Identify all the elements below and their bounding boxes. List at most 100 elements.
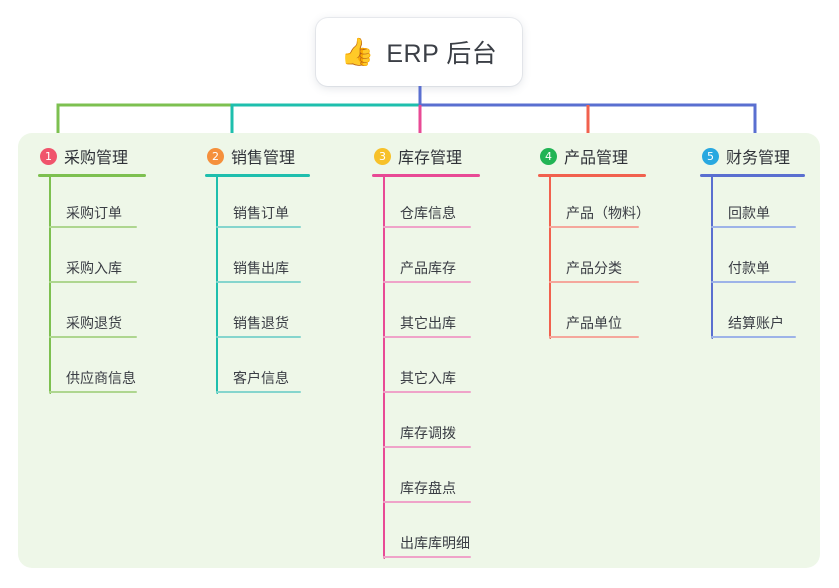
leaf-label: 出库库明细: [400, 535, 470, 551]
root-node-title: ERP 后台: [386, 40, 498, 68]
column-header-1[interactable]: 1 采购管理: [38, 143, 150, 169]
leaf-node[interactable]: 供应商信息: [38, 342, 150, 397]
column-5: 5 财务管理回款单付款单结算账户: [700, 143, 808, 342]
column-badge-4: 4: [540, 147, 557, 165]
leaf-node[interactable]: 采购订单: [38, 177, 150, 232]
leaf-node[interactable]: 出库库明细: [372, 507, 484, 562]
branch-spine: [549, 177, 551, 339]
column-header-4[interactable]: 4 产品管理: [538, 143, 648, 169]
leaf-underline: [49, 226, 137, 228]
leaf-node[interactable]: 销售退货: [205, 287, 313, 342]
leaf-underline: [216, 336, 301, 338]
leaf-node[interactable]: 仓库信息: [372, 177, 484, 232]
branch-1: 采购订单采购入库采购退货供应商信息: [38, 177, 150, 397]
leaf-underline: [549, 281, 639, 283]
leaf-node[interactable]: 库存调拨: [372, 397, 484, 452]
leaf-node[interactable]: 库存盘点: [372, 452, 484, 507]
leaf-label: 产品（物料）: [566, 205, 650, 221]
content-panel: [18, 133, 820, 568]
leaf-label: 采购退货: [66, 315, 122, 331]
column-2: 2 销售管理销售订单销售出库销售退货客户信息: [205, 143, 313, 397]
leaf-underline: [383, 391, 471, 393]
leaf-node[interactable]: 产品（物料）: [538, 177, 650, 232]
leaf-label: 采购订单: [66, 205, 122, 221]
leaf-label: 库存调拨: [400, 425, 456, 441]
leaf-label: 仓库信息: [400, 205, 456, 221]
leaf-node[interactable]: 产品单位: [538, 287, 648, 342]
column-header-5[interactable]: 5 财务管理: [700, 143, 808, 169]
branch-spine: [216, 177, 218, 394]
leaf-underline: [216, 281, 301, 283]
leaf-underline: [49, 336, 137, 338]
leaf-underline: [216, 391, 301, 393]
leaf-label: 产品分类: [566, 260, 622, 276]
leaf-node[interactable]: 回款单: [700, 177, 808, 232]
leaf-underline: [711, 226, 796, 228]
thumbs-up-icon: 👍: [340, 36, 375, 68]
column-3: 3 库存管理仓库信息产品库存其它出库其它入库库存调拨库存盘点出库库明细: [372, 143, 484, 562]
leaf-label: 付款单: [728, 260, 770, 276]
leaf-node[interactable]: 采购入库: [38, 232, 150, 287]
leaf-node[interactable]: 付款单: [700, 232, 808, 287]
leaf-underline: [49, 281, 137, 283]
leaf-node[interactable]: 其它入库: [372, 342, 484, 397]
leaf-node[interactable]: 销售订单: [205, 177, 313, 232]
column-header-2[interactable]: 2 销售管理: [205, 143, 313, 169]
leaf-label: 回款单: [728, 205, 770, 221]
leaf-label: 销售退货: [233, 315, 289, 331]
leaf-node[interactable]: 客户信息: [205, 342, 313, 397]
branch-2: 销售订单销售出库销售退货客户信息: [205, 177, 313, 397]
column-underline: [38, 174, 146, 177]
leaf-node[interactable]: 产品分类: [538, 232, 648, 287]
leaf-underline: [383, 446, 471, 448]
leaf-underline: [383, 501, 471, 503]
column-badge-3: 3: [374, 147, 391, 165]
column-badge-2: 2: [207, 147, 224, 165]
leaf-underline: [49, 391, 137, 393]
leaf-label: 产品库存: [400, 260, 456, 276]
column-underline: [372, 174, 480, 177]
leaf-underline: [383, 556, 471, 558]
column-4: 4 产品管理产品（物料） 产品分类产品单位: [538, 143, 650, 342]
leaf-underline: [383, 336, 471, 338]
leaf-label: 销售订单: [233, 205, 289, 221]
root-node[interactable]: 👍 ERP 后台: [316, 18, 522, 86]
column-badge-1: 1: [40, 147, 57, 165]
leaf-label: 产品单位: [566, 315, 622, 331]
branch-4: 产品（物料） 产品分类产品单位: [538, 177, 650, 342]
column-underline: [205, 174, 310, 177]
column-header-3[interactable]: 3 库存管理: [372, 143, 484, 169]
leaf-node[interactable]: 采购退货: [38, 287, 150, 342]
column-title: 销售管理: [231, 150, 296, 167]
leaf-underline: [711, 281, 796, 283]
leaf-node[interactable]: 结算账户: [700, 287, 808, 342]
leaf-underline: [549, 226, 639, 228]
column-title: 库存管理: [398, 150, 463, 167]
column-1: 1 采购管理采购订单采购入库采购退货供应商信息: [38, 143, 150, 397]
leaf-label: 库存盘点: [400, 480, 456, 496]
branch-spine: [383, 177, 385, 559]
leaf-node[interactable]: 销售出库: [205, 232, 313, 287]
column-underline: [700, 174, 805, 177]
branch-3: 仓库信息产品库存其它出库其它入库库存调拨库存盘点出库库明细: [372, 177, 484, 562]
column-title: 产品管理: [564, 150, 629, 167]
leaf-underline: [383, 226, 471, 228]
leaf-label: 销售出库: [233, 260, 289, 276]
leaf-underline: [216, 226, 301, 228]
leaf-label: 客户信息: [233, 370, 289, 386]
leaf-node[interactable]: 其它出库: [372, 287, 484, 342]
branch-5: 回款单付款单结算账户: [700, 177, 808, 342]
leaf-node[interactable]: 产品库存: [372, 232, 484, 287]
leaf-label: 采购入库: [66, 260, 122, 276]
column-underline: [538, 174, 646, 177]
leaf-label: 其它出库: [400, 315, 456, 331]
leaf-label: 结算账户: [728, 315, 784, 331]
leaf-label: 其它入库: [400, 370, 456, 386]
branch-spine: [711, 177, 713, 339]
leaf-underline: [549, 336, 639, 338]
leaf-underline: [383, 281, 471, 283]
column-title: 财务管理: [726, 150, 791, 167]
column-badge-5: 5: [702, 147, 719, 165]
column-title: 采购管理: [64, 150, 129, 167]
